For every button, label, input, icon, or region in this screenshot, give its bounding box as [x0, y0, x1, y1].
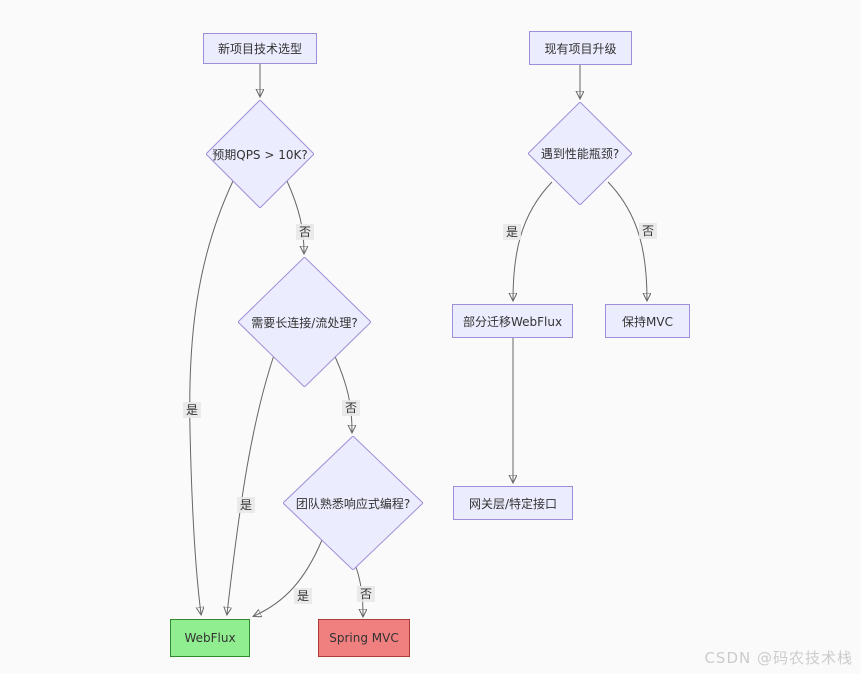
decision-label: 需要长连接/流处理?	[251, 315, 358, 330]
edge-qps-no-to-longconn	[286, 180, 304, 253]
edge-label-no: 否	[295, 224, 315, 240]
edge-label-no: 否	[638, 223, 658, 239]
node-webflux: WebFlux	[170, 619, 250, 657]
node-keep-mvc: 保持MVC	[605, 304, 690, 338]
diamond-shape	[238, 257, 371, 387]
edge-reactive-yes-to-webflux	[254, 539, 323, 616]
node-existing-upgrade: 现有项目升级	[529, 31, 632, 65]
node-label: Spring MVC	[329, 631, 399, 645]
edge-label-yes: 是	[182, 402, 202, 418]
node-label: 现有项目升级	[544, 41, 617, 56]
edge-label-no: 否	[356, 586, 376, 602]
edge-label-no: 否	[341, 400, 361, 416]
edge-longconn-no-to-reactive	[332, 351, 352, 432]
node-gateway-layer: 网关层/特定接口	[453, 486, 573, 520]
decision-qps: 预期QPS > 10K?	[206, 100, 314, 208]
node-label: 部分迁移WebFlux	[462, 314, 563, 329]
decision-performance-bottleneck: 遇到性能瓶颈?	[528, 102, 632, 205]
node-new-project-selection: 新项目技术选型	[203, 33, 317, 64]
edge-label-yes: 是	[502, 224, 522, 240]
diamond-shape	[283, 436, 423, 570]
node-label: 保持MVC	[622, 314, 673, 329]
csdn-watermark: CSDN @码农技术栈	[704, 649, 853, 667]
decision-label: 团队熟悉响应式编程?	[295, 496, 411, 511]
decision-reactive-familiar: 团队熟悉响应式编程?	[283, 436, 423, 570]
edge-label-yes: 是	[236, 497, 256, 513]
node-label: 新项目技术选型	[217, 42, 302, 56]
edge-qps-yes-to-webflux	[189, 180, 234, 614]
node-label: WebFlux	[184, 631, 236, 645]
diamond-shape	[528, 102, 632, 205]
diamond-shape	[206, 100, 314, 208]
node-partial-migrate-webflux: 部分迁移WebFlux	[452, 304, 573, 338]
node-label: 网关层/特定接口	[468, 496, 558, 511]
decision-label: 遇到性能瓶颈?	[540, 147, 620, 161]
edge-label-yes: 是	[293, 588, 313, 604]
node-spring-mvc: Spring MVC	[318, 619, 410, 657]
decision-long-connection: 需要长连接/流处理?	[238, 257, 371, 387]
edge-longconn-yes-to-webflux	[227, 351, 276, 614]
decision-label: 预期QPS > 10K?	[212, 147, 308, 162]
